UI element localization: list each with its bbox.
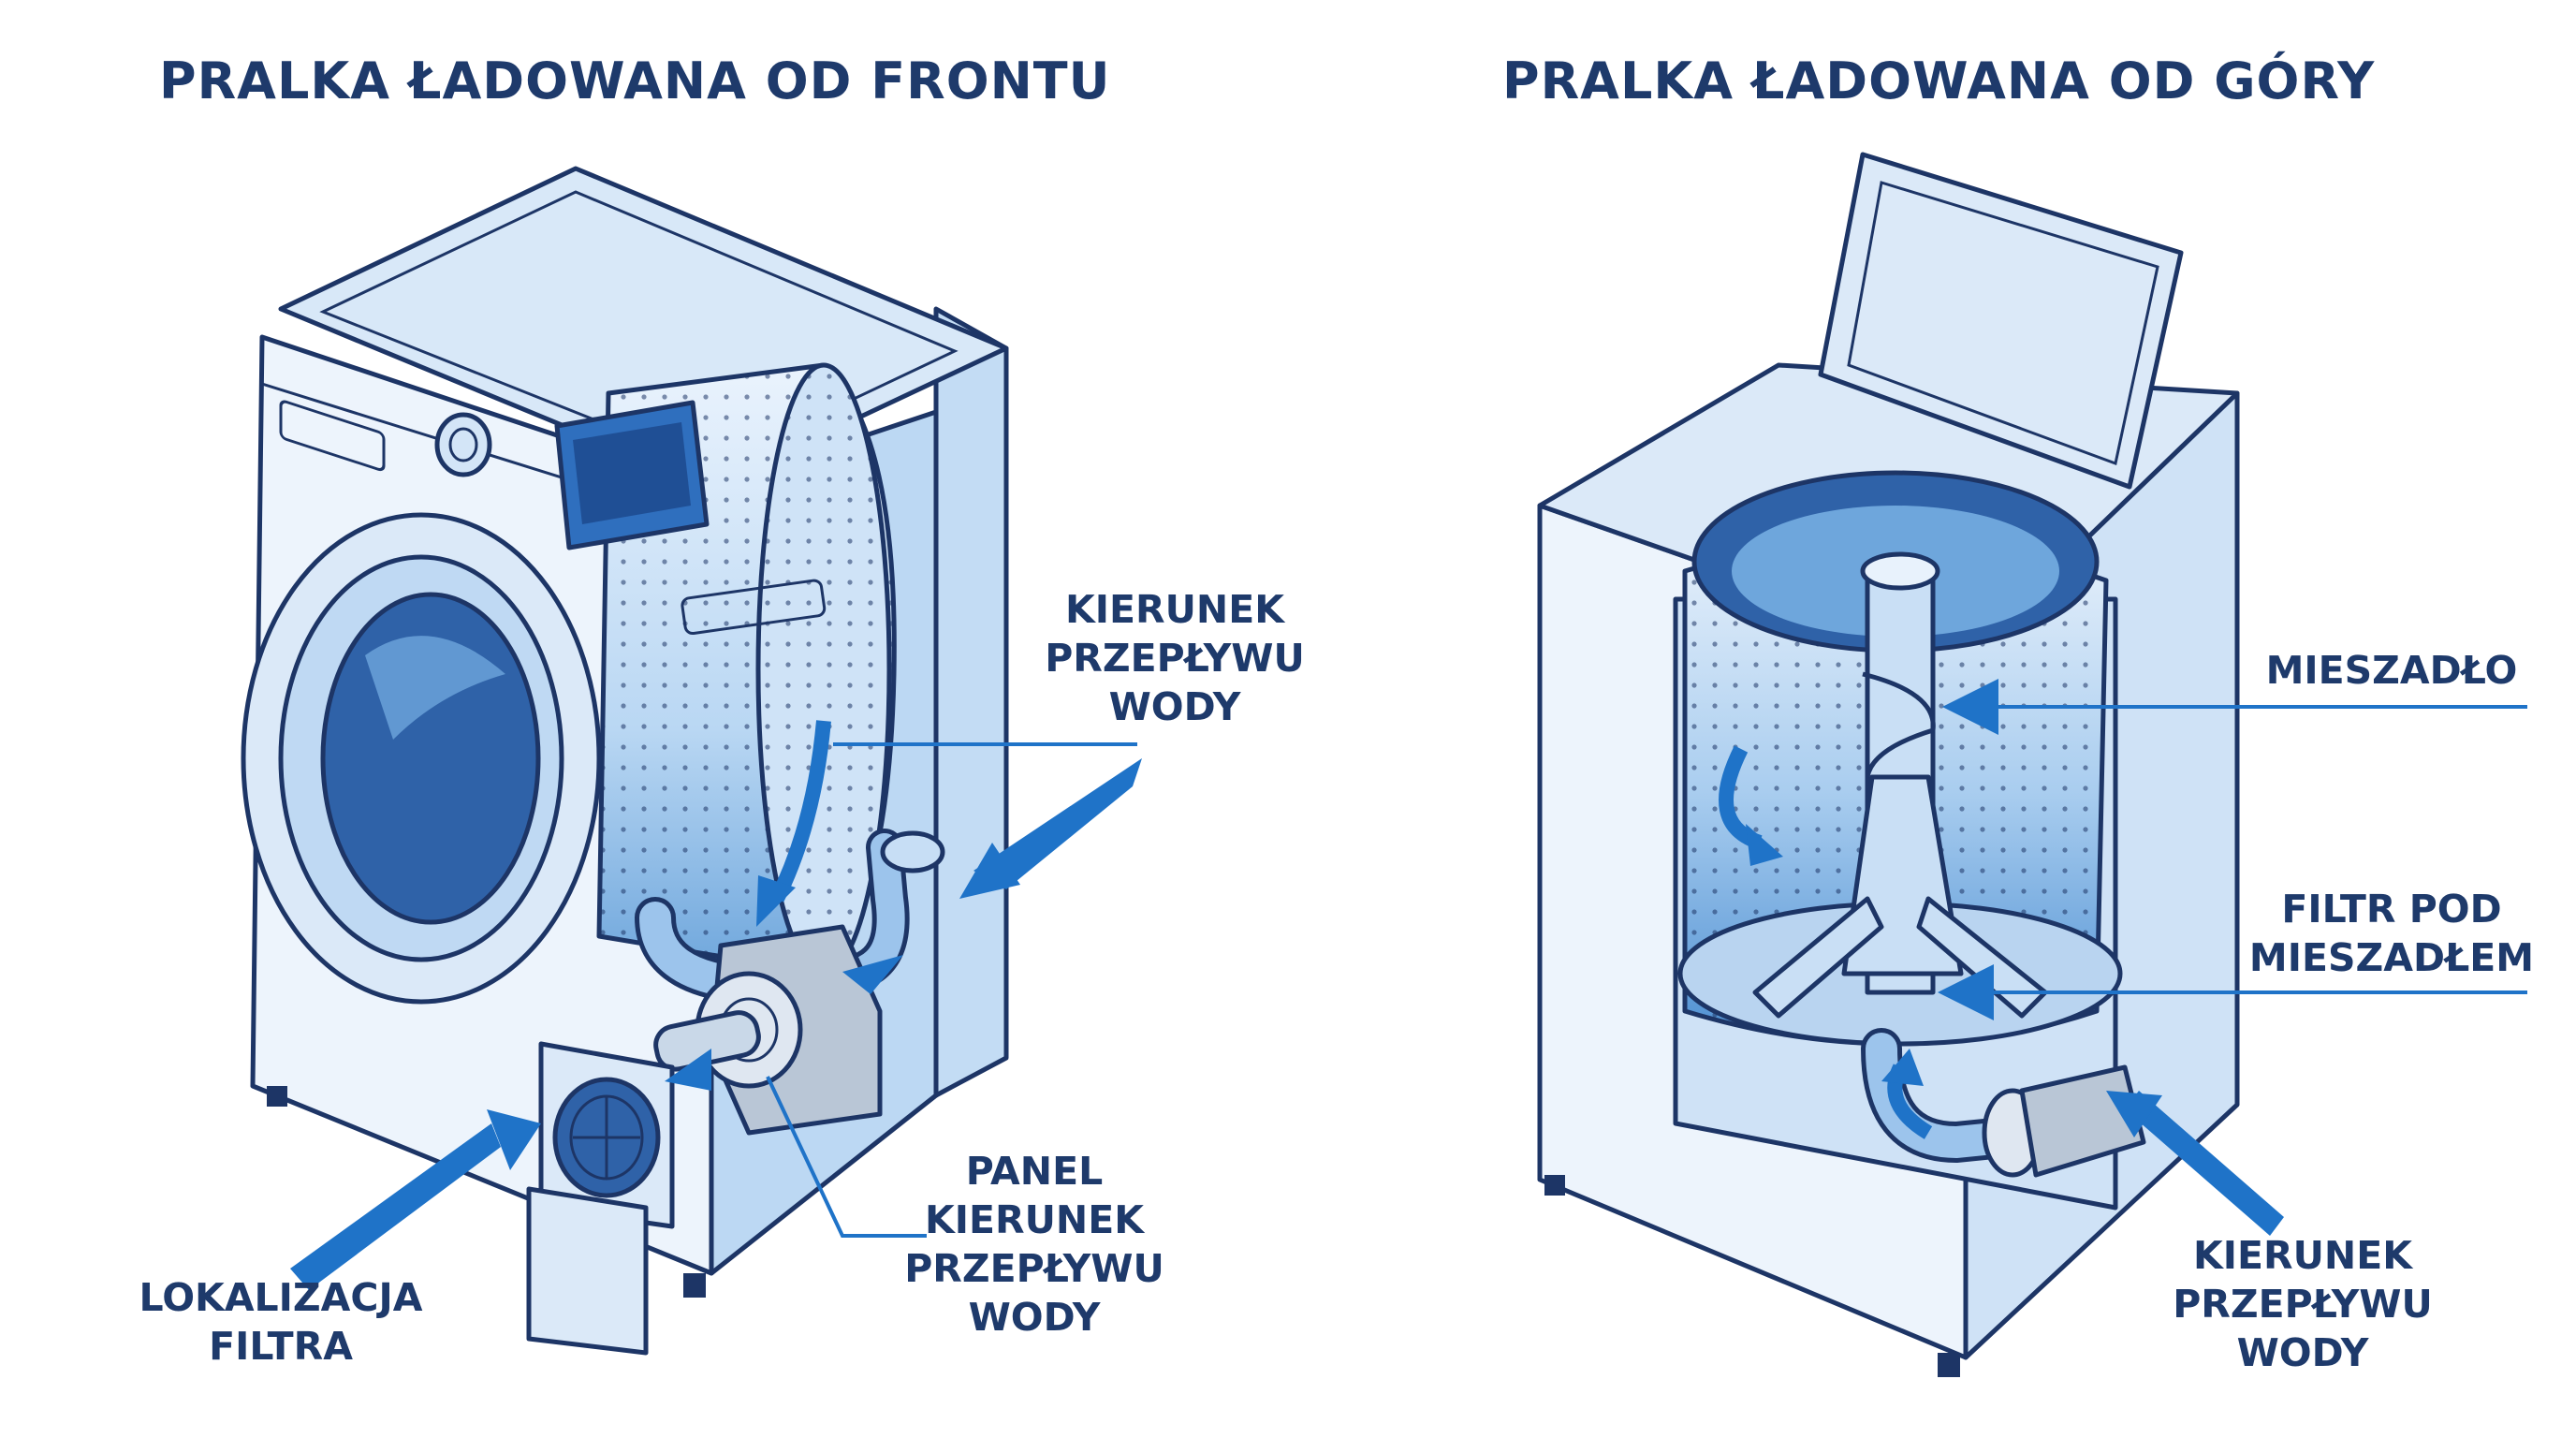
filter-access-panel	[526, 1041, 675, 1356]
front-loader-title: PRALKA ŁADOWANA OD FRONTU	[159, 51, 1111, 110]
label-line: LOKALIZACJA	[139, 1275, 423, 1320]
hose-connector	[880, 830, 945, 873]
label-line: FILTRA	[209, 1324, 353, 1369]
flow-arrow-side	[973, 758, 1142, 889]
top-loader-title: PRALKA ŁADOWANA OD GÓRY	[1502, 51, 2376, 110]
label-line: PRZEPŁYWU	[2173, 1282, 2433, 1327]
top-filter-label: FILTR POD MIESZADŁEM	[2242, 885, 2541, 982]
label-line: KIERUNEK	[2193, 1233, 2412, 1278]
agitator-label: MIESZADŁO	[2242, 646, 2541, 695]
label-line: PANEL	[965, 1149, 1104, 1194]
filter-arrow	[290, 1123, 501, 1290]
front-flow-label: KIERUNEK PRZEPŁYWU WODY	[992, 585, 1357, 731]
internal-flow-arrow-1	[769, 720, 831, 902]
agitator	[1677, 551, 2123, 1047]
front-panel-label: PANEL KIERUNEK PRZEPŁYWU WODY	[866, 1147, 1203, 1342]
control-display	[554, 400, 710, 550]
label-line: WODY	[2236, 1330, 2369, 1375]
label-line: MIESZADŁO	[2265, 648, 2518, 693]
label-line: WODY	[968, 1295, 1101, 1340]
detergent-drawer	[279, 400, 386, 472]
label-line: PRZEPŁYWU	[1045, 636, 1305, 681]
lid	[1818, 152, 2184, 490]
drain-pump	[653, 924, 883, 1136]
label-line: MIESZADŁEM	[2248, 935, 2535, 980]
door	[241, 512, 602, 1005]
flow-leader-arrow	[2125, 1091, 2284, 1236]
label-line: PRZEPŁYWU	[904, 1246, 1164, 1291]
program-knob	[434, 412, 492, 477]
front-filter-label: LOKALIZACJA FILTRA	[112, 1273, 449, 1371]
label-line: KIERUNEK	[925, 1197, 1144, 1242]
label-line: FILTR POD	[2281, 887, 2502, 932]
label-line: KIERUNEK	[1065, 587, 1284, 632]
panel-leader-line	[766, 1076, 927, 1238]
label-line: WODY	[1108, 684, 1241, 729]
top-flow-label: KIERUNEK PRZEPŁYWU WODY	[2134, 1231, 2471, 1377]
